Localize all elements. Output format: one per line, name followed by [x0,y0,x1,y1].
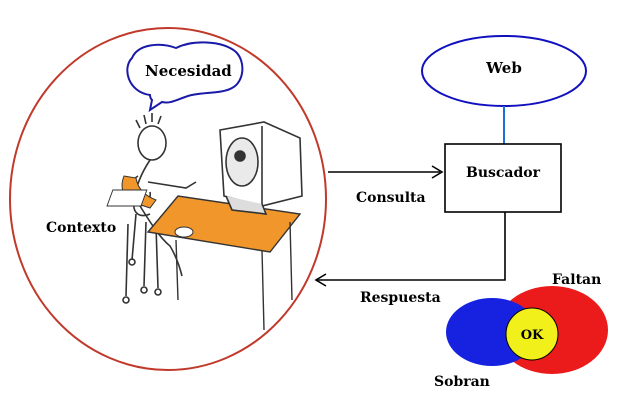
web-label: Web [485,59,522,77]
respuesta-arrowhead [314,273,327,287]
context-ellipse [9,27,327,371]
person-figure [122,113,197,304]
buscador-label: Buscador [466,165,541,181]
faltan-label: Faltan [552,272,601,288]
respuesta-arrow [316,212,506,281]
ok-intersection [505,307,559,361]
respuesta-label: Respuesta [360,290,441,306]
ok-label: OK [521,328,544,343]
keyboard [106,189,148,207]
mouse [174,226,194,238]
computer-monitor [219,121,303,215]
necesidad-label: Necesidad [145,62,232,80]
desk-legs [175,221,293,331]
desk-top [146,195,302,253]
thought-cloud [126,41,244,113]
contexto-label: Contexto [46,220,116,236]
consulta-label: Consulta [356,190,426,206]
consulta-arrowhead [431,165,444,179]
buscador-box [444,143,562,213]
sobran-label: Sobran [434,374,490,390]
